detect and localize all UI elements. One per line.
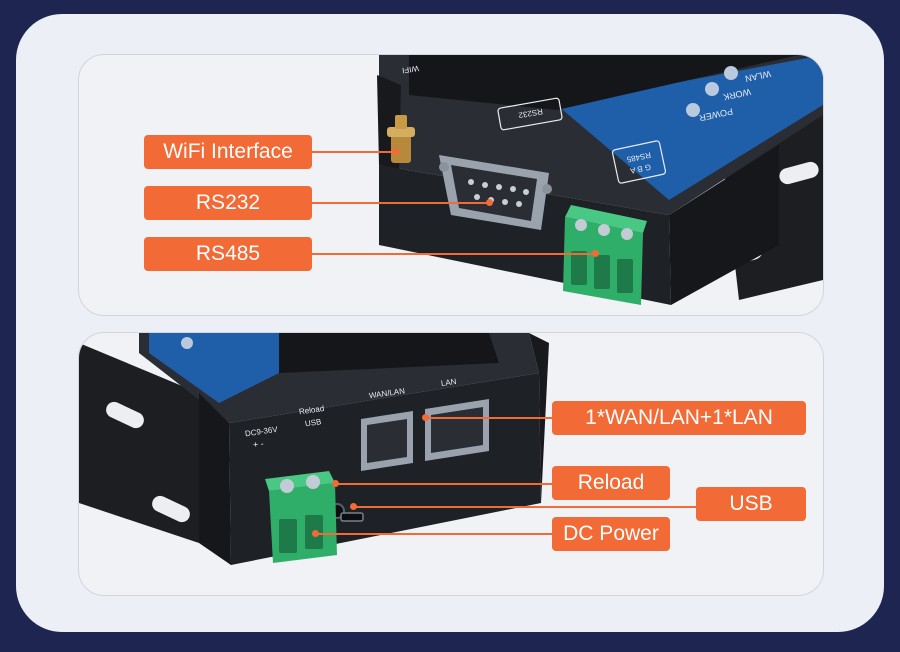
image-frame: WIFI RS232 RS485 G B A WLAN WORK POWER	[16, 14, 884, 632]
bottom-device-illustration: WAN/LAN LAN Reload USB DC9-36V + -	[79, 333, 549, 565]
polarity-device-label: + -	[252, 438, 264, 449]
leader-dot-dc-power	[312, 530, 319, 537]
leader-usb	[354, 506, 696, 508]
led-work-light	[705, 82, 719, 96]
leader-dot-wifi	[392, 148, 399, 155]
reload-device-label: Reload	[298, 404, 324, 416]
leader-dot-reload	[332, 480, 339, 487]
leader-dc-power	[316, 533, 552, 535]
usb-device-label: USB	[304, 417, 322, 428]
leader-dot-wan-lan	[422, 414, 429, 421]
wifi-device-label: WIFI	[401, 64, 419, 75]
top-device-panel: WIFI RS232 RS485 G B A WLAN WORK POWER	[78, 54, 824, 316]
led-power-light	[686, 103, 700, 117]
leader-reload	[336, 483, 552, 485]
callout-rs485: RS485	[144, 237, 312, 271]
leader-dot-rs232	[486, 199, 493, 206]
callout-dc-power: DC Power	[552, 517, 670, 551]
leader-dot-rs485	[592, 250, 599, 257]
leader-rs485	[312, 253, 594, 255]
bottom-device-panel: WAN/LAN LAN Reload USB DC9-36V + -	[78, 332, 824, 596]
leader-wifi	[312, 151, 394, 153]
callout-wifi-interface: WiFi Interface	[144, 135, 312, 169]
lan-device-label: LAN	[440, 377, 457, 388]
callout-wan-lan: 1*WAN/LAN+1*LAN	[552, 401, 806, 435]
rs232-device-label: RS232	[517, 107, 543, 120]
top-device-illustration: WIFI RS232 RS485 G B A WLAN WORK POWER	[377, 55, 823, 305]
led-wlan-light	[724, 66, 738, 80]
leader-rs232	[312, 202, 488, 204]
callout-reload: Reload	[552, 466, 670, 500]
callout-rs232: RS232	[144, 186, 312, 220]
rs485-pins-label: G B A	[629, 162, 652, 175]
callout-usb: USB	[696, 487, 806, 521]
leader-wan-lan	[426, 417, 552, 419]
leader-dot-usb	[350, 503, 357, 510]
